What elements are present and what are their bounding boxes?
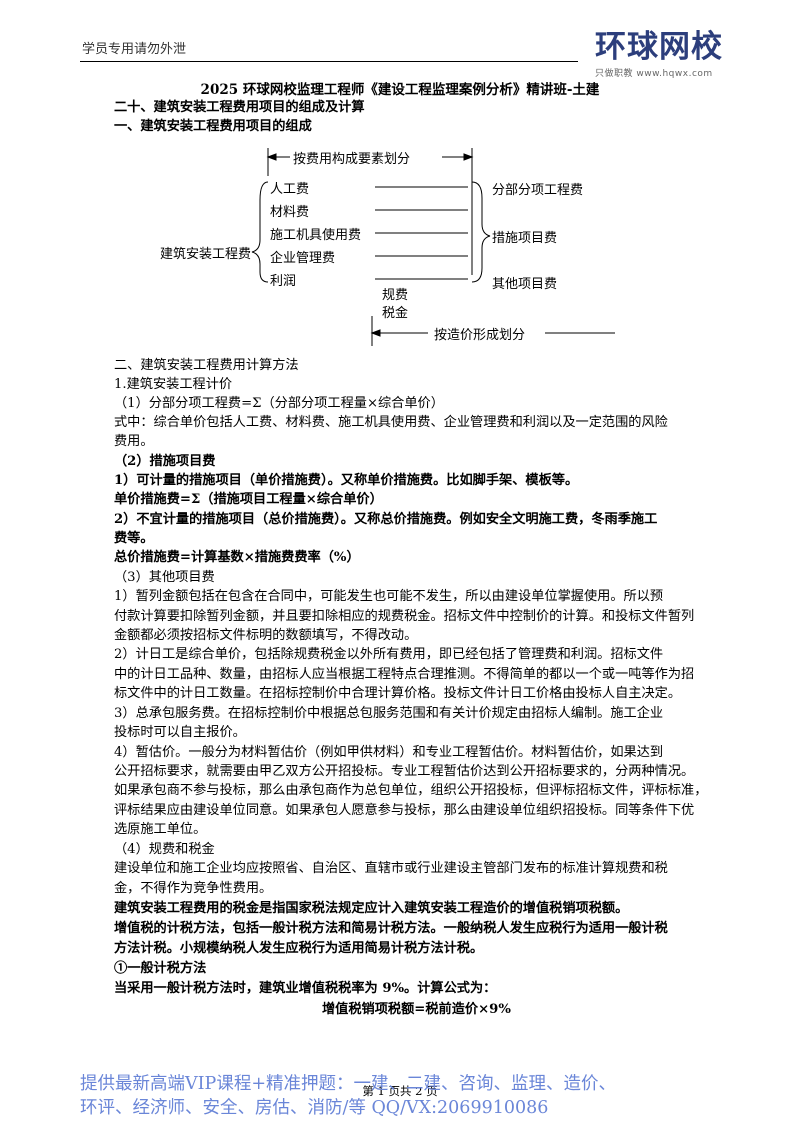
body-line: 4）暂估价。一般分为材料暂估价（例如甲供材料）和专业工程暂估价。材料暂估价，如果… bbox=[114, 745, 664, 760]
body-line: 二、建筑安装工程费用计算方法 bbox=[114, 358, 299, 373]
document-title: 2025 环球网校监理工程师《建设工程监理案例分析》精讲班-土建 bbox=[200, 82, 600, 98]
body-line: 增值税的计税方法，包括一般计税方法和简易计税方法。一般纳税人发生应税行为适用一般… bbox=[114, 921, 668, 936]
body-line: 中的计日工品种、数量，由招标人应当根据工程特点合理推测。不得简单的都以一个或一吨… bbox=[114, 667, 695, 682]
body-line: （3）其他项目费 bbox=[114, 570, 215, 585]
logo: 环球网校 只做职教 www.hqwx.com bbox=[595, 30, 745, 79]
diagram-right-item: 其他项目费 bbox=[492, 277, 558, 292]
body-line: ①一般计税方法 bbox=[114, 961, 207, 976]
body-line: 1.建筑安装工程计价 bbox=[114, 377, 233, 392]
diagram-top-label: 按费用构成要素划分 bbox=[293, 152, 411, 167]
body-line: 投标时可以自主报价。 bbox=[114, 725, 246, 740]
diagram-left-item: 企业管理费 bbox=[270, 251, 336, 266]
diagram-right-item: 措施项目费 bbox=[492, 231, 558, 246]
diagram-lines bbox=[251, 148, 615, 346]
diagram-root-label: 建筑安装工程费 bbox=[160, 247, 252, 262]
diagram-middle-item: 税金 bbox=[382, 306, 409, 321]
body-line: 2）计日工是综合单价，包括除规费税金以外所有费用，即已经包括了管理费和利润。招标… bbox=[114, 647, 664, 662]
subsection-title-composition: 一、建筑安装工程费用项目的组成 bbox=[114, 119, 312, 134]
body-line: 标文件中的计日工数量。在招标控制价中合理计算价格。投标文件计日工价格由投标人自主… bbox=[114, 686, 682, 701]
body-line: 费等。 bbox=[114, 531, 154, 546]
body-line: 金额都必须按招标文件标明的数额填写，不得改动。 bbox=[114, 628, 418, 643]
body-line: 评标结果应由建设单位同意。如果承包人愿意参与投标，那么由建设单位组织招投标。同等… bbox=[114, 803, 695, 818]
body-line: （2）措施项目费 bbox=[114, 454, 216, 469]
body-line: 式中：综合单价包括人工费、材料费、施工机具使用费、企业管理费和利润以及一定范围的… bbox=[114, 415, 668, 430]
promo-line: 环评、经济师、安全、房估、消防/等 QQ/VX:2069910086 bbox=[80, 1098, 549, 1118]
logo-main-text: 环球网校 bbox=[595, 29, 723, 65]
diagram-left-item: 人工费 bbox=[270, 182, 310, 197]
body-line: 如果承包商不参与投标，那么由承包商作为总包单位，组织公开招投标，但评标招标文件，… bbox=[114, 783, 708, 798]
diagram-right-item: 分部分项工程费 bbox=[492, 183, 584, 198]
formula-line: 增值税销项税额=税前造价×9% bbox=[322, 1002, 511, 1017]
header-note: 学员专用请勿外泄 bbox=[82, 42, 187, 57]
body-line: 费用。 bbox=[114, 434, 154, 449]
body-line: 单价措施费=Σ（措施项目工程量×综合单价） bbox=[114, 492, 383, 507]
body-line: 金，不得作为竞争性费用。 bbox=[114, 881, 273, 896]
cost-composition-diagram: 按费用构成要素划分 建筑安装工程费 人工费 材料费 施工机具使用费 企业管理费 … bbox=[150, 140, 620, 350]
body-line: 建设单位和施工企业均应按照省、自治区、直辖市或行业建设主管部门发布的标准计算规费… bbox=[114, 861, 668, 876]
diagram-middle-item: 规费 bbox=[382, 288, 409, 303]
body-line: 3）总承包服务费。在招标控制价中根据总包服务范围和有关计价规定由招标人编制。施工… bbox=[114, 706, 664, 721]
body-line: （4）规费和税金 bbox=[114, 842, 215, 857]
body-line: 付款计算要扣除暂列金额，并且要扣除相应的规费税金。招标文件中控制价的计算。和投标… bbox=[114, 609, 695, 624]
diagram-bottom-label: 按造价形成划分 bbox=[434, 328, 526, 343]
body-line: 当采用一般计税方法时，建筑业增值税税率为 9%。计算公式为： bbox=[114, 981, 497, 996]
body-line: 建筑安装工程费用的税金是指国家税法规定应计入建筑安装工程造价的增值税销项税额。 bbox=[114, 901, 629, 916]
header-rule bbox=[80, 61, 578, 62]
body-line: 1）可计量的措施项目（单价措施费）。又称单价措施费。比如脚手架、模板等。 bbox=[114, 473, 579, 488]
body-line: 2）不宜计量的措施项目（总价措施费）。又称总价措施费。例如安全文明施工费，冬雨季… bbox=[114, 512, 658, 527]
logo-sub-text: 只做职教 www.hqwx.com bbox=[595, 69, 713, 79]
diagram-left-item: 材料费 bbox=[270, 205, 310, 220]
body-line: 方法计税。小规模纳税人发生应税行为适用简易计税方法计税。 bbox=[114, 941, 484, 956]
body-line: 选原施工单位。 bbox=[114, 822, 207, 837]
promo-line: 提供最新高端VIP课程+精准押题：一建、二建、咨询、监理、造价、 bbox=[80, 1074, 616, 1094]
section-title: 二十、建筑安装工程费用项目的组成及计算 bbox=[114, 100, 365, 115]
body-line: （1）分部分项工程费=Σ（分部分项工程量×综合单价） bbox=[114, 396, 444, 411]
diagram-left-item: 利润 bbox=[270, 274, 297, 289]
page-number: 第 1 页共 2 页 bbox=[362, 1084, 438, 1098]
body-line: 1）暂列金额包括在包含在合同中，可能发生也可能不发生，所以由建设单位掌握使用。所… bbox=[114, 589, 664, 604]
body-line: 总价措施费=计算基数×措施费费率（%） bbox=[114, 550, 360, 565]
diagram-left-item: 施工机具使用费 bbox=[270, 228, 362, 243]
body-line: 公开招标要求，就需要由甲乙双方公开招投标。专业工程暂估价达到公开招标要求的，分两… bbox=[114, 764, 695, 779]
